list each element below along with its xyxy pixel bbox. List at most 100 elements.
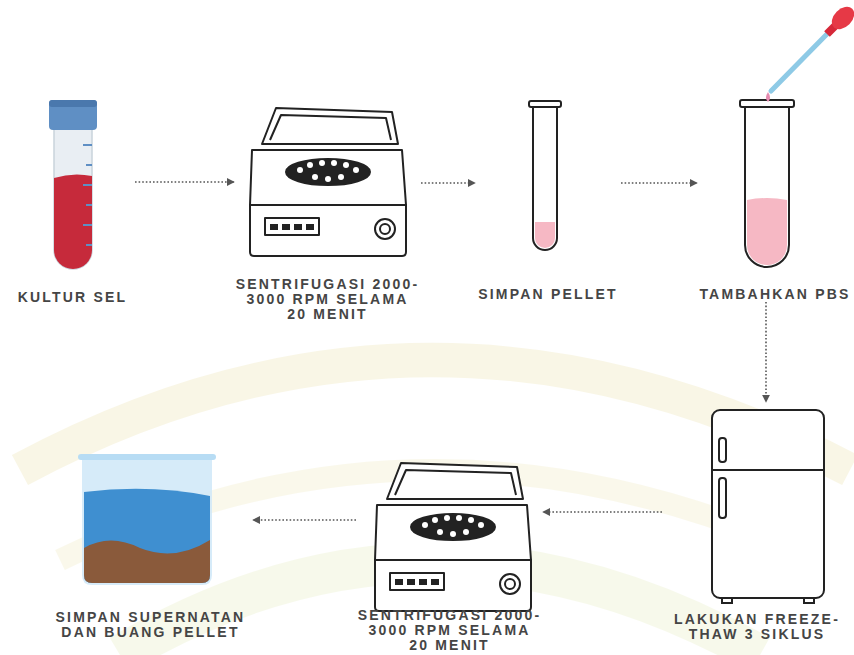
tick	[83, 224, 92, 226]
culture-tube	[49, 100, 97, 269]
slot	[353, 167, 359, 173]
pbs-tube	[740, 2, 854, 267]
centrifuge-lid	[387, 463, 523, 499]
slot	[307, 162, 313, 168]
slot	[463, 529, 469, 535]
tube-liquid	[535, 222, 555, 248]
tick	[83, 144, 92, 146]
slot	[444, 515, 450, 521]
step-label: SIMPAN PELLET	[475, 287, 621, 302]
tube-liquid	[747, 198, 787, 265]
process-step: SIMPAN PELLET	[475, 98, 621, 302]
pellet-tube	[529, 101, 561, 250]
freezer-foot	[722, 598, 732, 603]
process-step: KULTUR SEL	[10, 95, 135, 305]
slot	[468, 517, 474, 523]
slot	[325, 176, 331, 182]
flow-arrow	[765, 302, 767, 402]
tick	[86, 164, 92, 166]
dropper-tube	[771, 31, 830, 91]
step-label: SENTRIFUGASI 2000-3000 RPM SELAMA 20 MEN…	[234, 277, 421, 322]
digit	[407, 579, 415, 585]
display-digits	[270, 224, 314, 230]
step-label: TAMBAHKAN PBS	[697, 287, 853, 302]
digit	[282, 224, 290, 230]
rotor-slots	[422, 515, 484, 537]
centrifuge-lid	[262, 108, 398, 144]
step-label: LAKUKAN FREEZE-THAW 3 SIKLUS	[662, 612, 852, 642]
freezer-handle	[719, 438, 726, 462]
slot	[437, 529, 443, 535]
slot	[432, 517, 438, 523]
slot	[478, 522, 484, 528]
centrifuge-top	[375, 505, 531, 560]
tube-glass	[533, 106, 557, 250]
digit	[419, 579, 427, 585]
freezer-body	[712, 410, 824, 598]
process-step: SENTRIFUGASI 2000-3000 RPM SELAMA 20 MEN…	[234, 100, 421, 322]
process-step: TAMBAHKAN PBS	[697, 95, 853, 302]
drop	[766, 92, 770, 102]
tube-cap	[49, 100, 97, 130]
watermark-band	[20, 360, 850, 655]
slot	[319, 160, 325, 166]
process-step: SIMPAN SUPERNATAN DAN BUANG PELLET	[48, 450, 253, 640]
centrifuge-lid-inner	[395, 470, 516, 495]
beaker-rim	[78, 454, 216, 460]
tube-rim	[529, 101, 561, 107]
centrifuge-knob	[375, 219, 395, 239]
tick	[86, 244, 92, 246]
centrifuge-knob-inner	[380, 224, 390, 234]
slot	[312, 174, 318, 180]
flow-arrow	[621, 182, 697, 184]
centrifuge-lid-inner	[270, 115, 391, 140]
centrifuge	[250, 108, 406, 256]
flow-arrow	[135, 181, 234, 183]
flow-arrow	[253, 519, 356, 521]
centrifuge-front	[375, 560, 531, 611]
tube-glass	[54, 128, 92, 269]
centrifuge-front	[250, 205, 406, 256]
slot	[297, 167, 303, 173]
tube-glass	[745, 106, 789, 267]
centrifuge-display	[265, 218, 319, 235]
process-step: LAKUKAN FREEZE-THAW 3 SIKLUS	[662, 402, 852, 642]
freezer	[712, 410, 824, 603]
scale-ticks	[83, 145, 92, 245]
step-label: SENTRIFUGASI 2000-3000 RPM SELAMA 20 MEN…	[356, 608, 543, 653]
flow-arrow	[543, 511, 662, 513]
tube-cap-rim	[49, 100, 97, 107]
slot	[456, 515, 462, 521]
digit	[294, 224, 302, 230]
digit	[306, 224, 314, 230]
slot	[331, 160, 337, 166]
digit	[395, 579, 403, 585]
freezer-foot	[804, 598, 814, 603]
centrifuge-knob-inner	[505, 579, 515, 589]
sediment	[84, 540, 210, 583]
digit	[270, 224, 278, 230]
supernatant	[84, 489, 210, 583]
beaker-glass	[82, 458, 212, 585]
beaker	[78, 454, 216, 585]
freezer-divider	[712, 469, 824, 471]
slot	[343, 162, 349, 168]
centrifuge	[375, 463, 531, 611]
centrifuge-rotor	[286, 159, 370, 185]
centrifuge-rotor	[411, 514, 495, 540]
centrifuge-knob	[500, 574, 520, 594]
tick	[83, 184, 92, 186]
tube-liquid	[54, 174, 92, 269]
slot	[422, 522, 428, 528]
flow-arrow	[421, 182, 475, 184]
freezer-handle	[719, 478, 726, 518]
display-digits	[395, 579, 439, 585]
tube-rim	[740, 100, 794, 107]
step-label: KULTUR SEL	[10, 290, 135, 305]
slot	[338, 174, 344, 180]
step-label: SIMPAN SUPERNATAN DAN BUANG PELLET	[48, 610, 253, 640]
slot	[450, 531, 456, 537]
